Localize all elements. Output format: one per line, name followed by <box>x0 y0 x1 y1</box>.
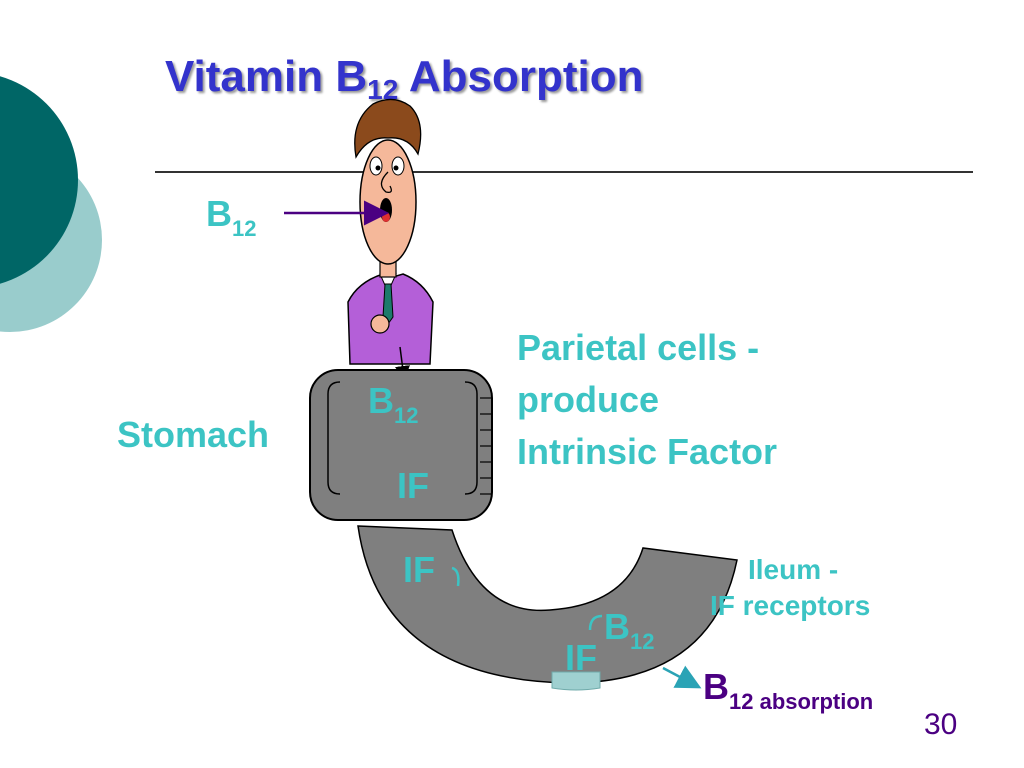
ileum-line-1: Ileum - <box>748 554 839 585</box>
stomach-b12-subscript: 12 <box>394 403 419 428</box>
if-bracket-complex <box>588 614 603 631</box>
b12-input-letter: B <box>206 193 232 234</box>
ileum-if-label: IF <box>403 549 435 590</box>
ileum-diagram <box>357 525 738 691</box>
ileum-body <box>357 525 738 684</box>
slide-title: Vitamin B12 Absorption <box>165 52 644 106</box>
title-divider <box>155 171 973 173</box>
decorative-circles <box>0 76 102 332</box>
stomach-if-label: IF <box>397 465 429 506</box>
stomach-diagram <box>309 369 493 521</box>
b12-input-label: B12 <box>206 193 256 242</box>
dark-teal-circle <box>0 76 78 284</box>
absorption-letter: B <box>703 666 729 707</box>
right-eye <box>391 156 405 176</box>
ileum-text: Ileum - IF receptors <box>710 552 870 624</box>
ileum-line-2: IF receptors <box>710 590 871 621</box>
stomach-left-bracket <box>327 381 341 495</box>
complex-b12-letter: B <box>604 606 630 647</box>
hair <box>354 98 422 159</box>
if-bracket-upper <box>451 566 460 587</box>
right-pupil <box>393 165 399 171</box>
green-tie <box>382 283 394 325</box>
stomach-body <box>309 369 493 521</box>
b12-input-subscript: 12 <box>232 216 257 241</box>
title-main: Vitamin B <box>165 52 368 101</box>
parietal-cells-ticks <box>480 397 492 495</box>
left-pupil <box>375 165 381 171</box>
page-number: 30 <box>924 708 958 741</box>
title-tail: Absorption <box>398 52 644 101</box>
complex-if-label: IF <box>565 637 597 678</box>
complex-b12-subscript: 12 <box>630 629 655 654</box>
stomach-right-bracket <box>464 381 478 495</box>
parietal-cells-text: Parietal cells - produce Intrinsic Facto… <box>517 322 777 478</box>
stomach-label: Stomach <box>117 414 270 455</box>
absorption-subscript: 12 absorption <box>729 689 874 714</box>
complex-b12-label: B12 <box>604 606 654 655</box>
parietal-line-2: produce <box>517 379 660 420</box>
stomach-b12-label: B12 <box>368 380 418 429</box>
hand <box>370 314 390 334</box>
parietal-line-3: Intrinsic Factor <box>517 431 778 472</box>
absorption-arrow <box>662 665 702 689</box>
if-receptor <box>551 671 601 691</box>
stomach-b12-letter: B <box>368 380 394 421</box>
parietal-line-1: Parietal cells - <box>517 327 760 368</box>
nose <box>380 171 392 194</box>
left-eye <box>369 156 383 176</box>
b12-absorption-label: B12 absorption <box>703 666 873 715</box>
